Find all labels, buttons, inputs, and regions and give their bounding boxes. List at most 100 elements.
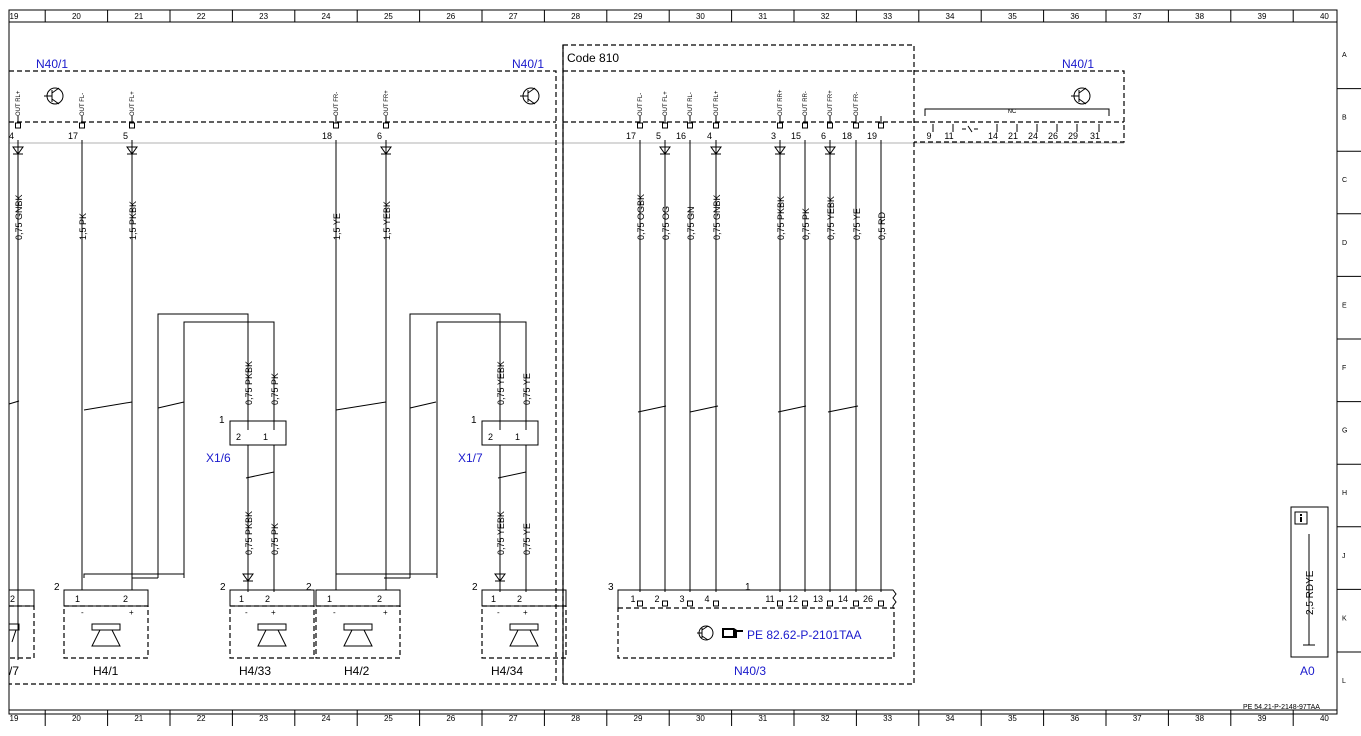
svg-text:3: 3 xyxy=(771,131,776,141)
speaker-pin: 1 xyxy=(491,594,496,604)
h4-33-label: H4/33 xyxy=(239,664,271,678)
svg-text:OUT RR-: OUT RR- xyxy=(803,91,809,116)
x1-7-connector xyxy=(481,420,539,446)
a0-box xyxy=(1290,506,1329,658)
speaker-icon xyxy=(257,623,287,631)
speaker-pin: 1 xyxy=(239,594,244,604)
wire-label: 0,75 PKBK xyxy=(244,511,254,555)
grid-column-label: 31 xyxy=(758,12,767,21)
grid-row-label: B xyxy=(1342,115,1347,122)
transistor-icon xyxy=(1071,87,1091,105)
right-pin-21: 21 xyxy=(1008,124,1018,141)
svg-text:3: 3 xyxy=(679,594,684,604)
grid-column-label: 22 xyxy=(197,12,206,21)
grid-column-label: 25 xyxy=(384,12,393,21)
grid-column-label: 28 xyxy=(571,12,580,21)
transistor-icon xyxy=(520,87,540,105)
pointing-hand-icon xyxy=(722,628,743,638)
n40-3-pin-2: 2 xyxy=(654,594,668,607)
svg-text:4: 4 xyxy=(704,594,709,604)
wire-label: 0,75 PKBK xyxy=(244,361,254,405)
speaker-icon xyxy=(343,623,373,631)
wire-arrow xyxy=(824,146,836,155)
speaker-pin: 2 xyxy=(377,594,382,604)
speaker-pin: 2 xyxy=(265,594,270,604)
wire-label: 0,75 PK xyxy=(270,373,280,405)
svg-text:OUT FR-: OUT FR- xyxy=(334,92,340,116)
svg-text:OUT FR+: OUT FR+ xyxy=(828,90,834,116)
grid-row-label: K xyxy=(1342,615,1347,622)
grid-column-label: 26 xyxy=(446,12,455,21)
speaker-pin: 1 xyxy=(327,594,332,604)
grid-column-label: 37 xyxy=(1133,714,1142,723)
n40-1-right-boundary xyxy=(914,70,1125,143)
grid-row-label: D xyxy=(1342,240,1347,247)
n40-3-pin-1: 1 xyxy=(630,594,643,607)
wire xyxy=(774,140,786,592)
grid-column-label: 26 xyxy=(446,714,455,723)
grid-column-label: 22 xyxy=(197,714,206,723)
n40-3-label: N40/3 xyxy=(734,664,766,678)
svg-text:26: 26 xyxy=(1048,131,1058,141)
x1-6-pin-1: 1 xyxy=(263,432,268,442)
n40-3-pin-11: 11 xyxy=(765,594,783,607)
grid-column-label: 23 xyxy=(259,12,268,21)
wire-label: 0,75 YEBK xyxy=(496,361,506,405)
polarity-plus: + xyxy=(129,608,134,617)
drawing-frame xyxy=(8,9,1338,715)
svg-text:5: 5 xyxy=(123,131,128,141)
wire xyxy=(659,140,671,592)
polarity-minus: - xyxy=(245,608,248,617)
x1-7-label: X1/7 xyxy=(458,451,483,465)
x1-6-label: X1/6 xyxy=(206,451,231,465)
wire-label: 0,75 PKBK xyxy=(776,196,786,240)
grid-column-label: 36 xyxy=(1070,714,1079,723)
speaker-group-number: 2 xyxy=(54,582,60,593)
wire-label: 0,75 OG xyxy=(661,206,671,240)
polarity-minus: - xyxy=(333,608,336,617)
svg-text:OUT FL+: OUT FL+ xyxy=(663,91,669,116)
grid-column-label: 23 xyxy=(259,714,268,723)
svg-text:16: 16 xyxy=(676,131,686,141)
svg-text:OUT FL-: OUT FL- xyxy=(80,93,86,116)
grid-row-label: E xyxy=(1342,302,1347,309)
grid-row-label: L xyxy=(1342,678,1346,685)
grid-column-label: 30 xyxy=(696,714,705,723)
n40-1-label-left: N40/1 xyxy=(36,57,68,71)
svg-text:OUT RL+: OUT RL+ xyxy=(714,90,720,116)
grid-column-label: 29 xyxy=(634,714,643,723)
grid-column-label: 31 xyxy=(758,714,767,723)
grid-row-label: C xyxy=(1342,177,1347,184)
n40-1-label-right: N40/1 xyxy=(1062,57,1094,71)
polarity-plus: + xyxy=(271,608,276,617)
a0-label: A0 xyxy=(1300,664,1315,678)
grid-column-label: 40 xyxy=(1320,714,1329,723)
wire-label: 0,75 GNBK xyxy=(14,194,24,240)
grid-column-label: 33 xyxy=(883,714,892,723)
amplifier-pin-19: 19 xyxy=(867,116,884,141)
grid-column-label: 25 xyxy=(384,714,393,723)
n40-3-boundary xyxy=(617,607,895,659)
wire xyxy=(710,140,722,592)
h4-1-label: H4/1 xyxy=(93,664,119,678)
svg-text:29: 29 xyxy=(1068,131,1078,141)
reference-link[interactable]: PE 82.62-P-2101TAA xyxy=(747,628,862,642)
svg-text:OUT FL+: OUT FL+ xyxy=(130,91,136,116)
svg-text:21: 21 xyxy=(1008,131,1018,141)
grid-column-label: 21 xyxy=(134,12,143,21)
wire-label: 0,5 RD xyxy=(877,211,887,240)
grid-column-label: 40 xyxy=(1320,12,1329,21)
